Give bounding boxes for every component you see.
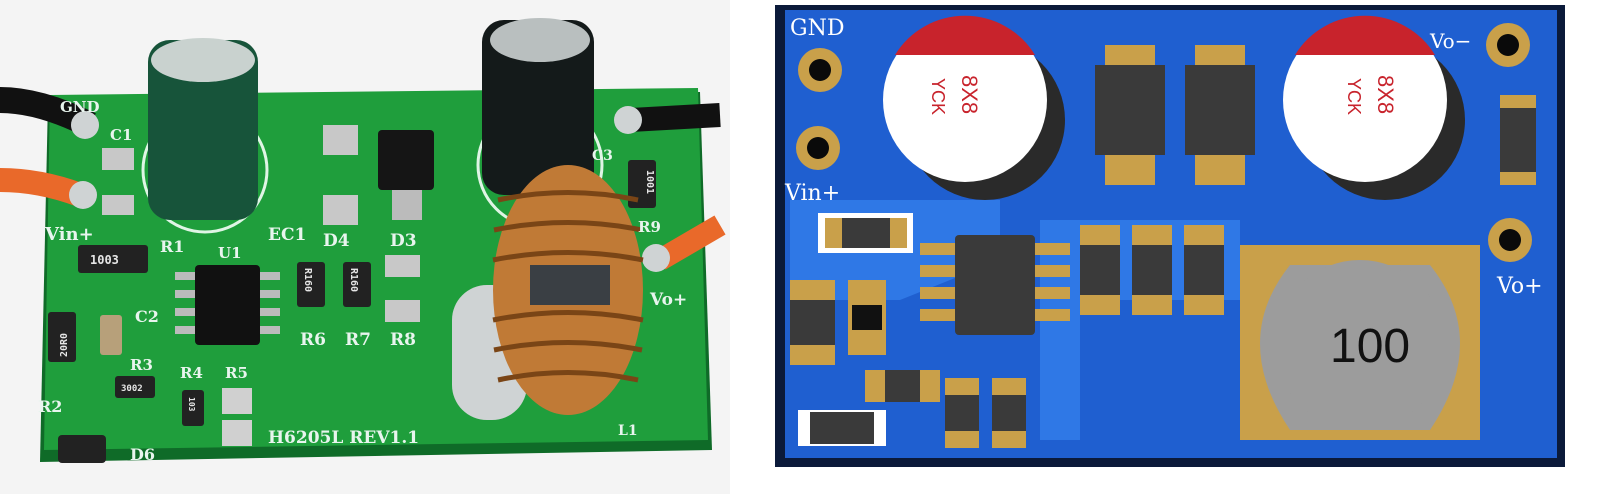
silk-r1: R1 bbox=[160, 237, 184, 256]
silk-gnd: GND bbox=[60, 98, 100, 116]
silk-c1: C1 bbox=[110, 126, 132, 144]
diode-d3 bbox=[378, 130, 434, 190]
silk-vin: Vin+ bbox=[44, 224, 94, 245]
resistor-r2 bbox=[48, 312, 76, 362]
cap-right-size: 8X8 bbox=[1373, 75, 1398, 114]
silk-r8: R8 bbox=[390, 330, 416, 350]
marking-r6: R160 bbox=[302, 268, 313, 292]
inductor-value: 100 bbox=[1330, 320, 1410, 373]
silk-r5: R5 bbox=[225, 364, 248, 382]
marking-r1: 1003 bbox=[90, 253, 119, 267]
silk-board-name: H6205L REV1.1 bbox=[268, 428, 419, 448]
silk-d6: D6 bbox=[130, 445, 155, 464]
capacitor-right bbox=[1283, 15, 1465, 200]
silk-l1: L1 bbox=[618, 423, 638, 439]
cap-left-size: 8X8 bbox=[957, 75, 982, 114]
resistor-r9 bbox=[628, 160, 656, 208]
silk-ec1: EC1 bbox=[268, 225, 306, 245]
marking-r9: 1001 bbox=[644, 170, 655, 194]
marking-r2: 20R0 bbox=[59, 333, 70, 357]
blue-pcb-render: 8X8 YCK 8X8 YCK bbox=[775, 5, 1565, 467]
silk-c3: C3 bbox=[592, 148, 613, 164]
silk-r7: R7 bbox=[345, 330, 371, 350]
resistor-r7 bbox=[343, 262, 371, 307]
marking-r7: R160 bbox=[348, 268, 359, 292]
capacitor-left bbox=[883, 15, 1065, 200]
silk-u1: U1 bbox=[218, 244, 242, 262]
ic-u1 bbox=[195, 265, 260, 345]
inductor-render bbox=[1240, 245, 1480, 440]
silk-c2: C2 bbox=[135, 307, 159, 326]
electrolytic-capacitor bbox=[482, 20, 594, 195]
marking-r3: 3002 bbox=[121, 384, 143, 394]
silk-vo-plus: Vo+ bbox=[649, 290, 687, 310]
silk-r6: R6 bbox=[300, 330, 326, 350]
smd-parts bbox=[790, 213, 1224, 448]
toroid-inductor-l1 bbox=[492, 165, 644, 415]
vo-minus-wire bbox=[629, 103, 721, 132]
silk-d3: D3 bbox=[390, 231, 417, 251]
diode-d6 bbox=[58, 435, 106, 463]
marking-r4: 103 bbox=[187, 397, 196, 412]
resistor-r3 bbox=[115, 376, 155, 398]
silk-r4: R4 bbox=[180, 364, 203, 382]
resistor-r4 bbox=[182, 390, 204, 426]
terminal-holes bbox=[796, 23, 1532, 262]
resistor-r1 bbox=[78, 245, 148, 273]
silk-r2: R2 bbox=[38, 397, 62, 416]
render-label-vo-plus: Vo+ bbox=[1496, 274, 1543, 299]
ic-render bbox=[920, 235, 1070, 335]
cap-left-brand: YCK bbox=[928, 78, 948, 115]
resistor-r6 bbox=[297, 262, 325, 307]
capacitor-c2 bbox=[100, 315, 122, 355]
cap-right-brand: YCK bbox=[1344, 78, 1364, 115]
green-pcb-photo: GND C1 Vin+ R1 U1 EC1 D4 D3 C3 R9 Vo+ C2… bbox=[0, 0, 730, 494]
silk-d4: D4 bbox=[323, 231, 350, 251]
render-label-vin: Vin+ bbox=[784, 181, 840, 206]
silk-r3: R3 bbox=[130, 356, 153, 374]
render-label-gnd: GND bbox=[790, 16, 844, 41]
diodes-top bbox=[1095, 45, 1536, 185]
electrolytic-capacitor-ec1 bbox=[148, 40, 258, 220]
render-label-vo-minus: Vo− bbox=[1429, 29, 1471, 53]
vo-plus-wire bbox=[654, 215, 726, 270]
silk-r9: R9 bbox=[638, 218, 661, 236]
